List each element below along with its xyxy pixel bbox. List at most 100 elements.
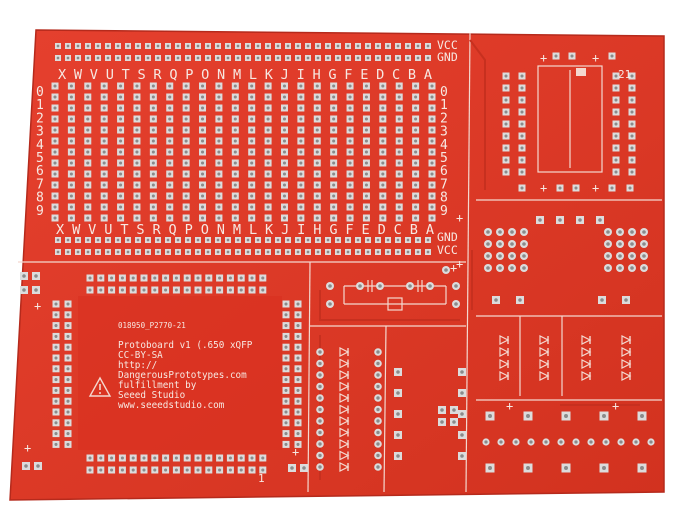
grid-pad [264,170,272,178]
grid-pad [412,192,420,200]
title-line-4: DangerousPrototypes.com [118,370,247,381]
rail-pad [215,55,221,61]
dip-pad [518,72,526,80]
diode-symbol [339,347,350,357]
grid-pad [51,192,59,200]
qfp-pad [259,454,267,462]
qfp-pad [129,286,137,294]
rail-pad [425,237,431,243]
grid-pad [297,115,305,123]
rail-pad [115,43,121,49]
rail-pad [55,237,61,243]
grid-pad [313,93,321,101]
qfp-pad [194,466,202,474]
grid-pad [248,214,256,222]
qfp-pad [294,332,302,340]
dip-pad [552,52,560,60]
grid-pad [280,126,288,134]
grid-pad [297,82,305,90]
qfp-pin-one-label: 1 [258,472,265,485]
qfp-pad [64,365,72,373]
grid-pad [133,170,141,178]
rail-pad [295,237,301,243]
rail-pad [375,237,381,243]
qfp-pad [294,440,302,448]
grid-pad [117,126,125,134]
rail-pad [325,55,331,61]
regulator-pad [496,264,504,272]
qfp-pad [282,365,290,373]
qfp-pad [52,386,60,394]
rail-pad [255,237,261,243]
jumper-pad [458,389,466,397]
grid-pad [215,192,223,200]
regulator-pad [604,240,612,248]
regulator-pad [628,252,636,260]
grid-pad [100,126,108,134]
grid-pad [231,181,239,189]
dip-pad [612,132,620,140]
grid-pad [412,126,420,134]
qfp-pad [226,454,234,462]
rail-pad [405,237,411,243]
grid-pad [248,93,256,101]
rail-pad [165,237,171,243]
qfp-pad [64,397,72,405]
row-digit: 9 [440,204,448,219]
qfp-pad [32,286,40,294]
grid-pad [264,115,272,123]
grid-pad [199,115,207,123]
regulator-pad [516,296,524,304]
regulator-pad [640,228,648,236]
grid-pad [362,82,370,90]
rail-pad [125,43,131,49]
grid-pad [264,82,272,90]
dip-pad [502,108,510,116]
diode-symbol [539,347,550,357]
qfp-pad [162,274,170,282]
grid-pad [297,104,305,112]
grid-pad [412,115,420,123]
switch-pad [602,438,610,446]
grid-pad [231,82,239,90]
qfp-pad [151,286,159,294]
rail-pad [55,249,61,255]
grid-pad [362,126,370,134]
diode-symbol [581,335,592,345]
grid-pad [280,93,288,101]
grid-pad [51,148,59,156]
grid-pad [412,82,420,90]
grid-pad [215,104,223,112]
grid-pad [67,170,75,178]
qfp-pad [64,354,72,362]
rail-pad [375,43,381,49]
crystal-pad [426,282,434,290]
dip-plus-top-right: + [592,51,599,65]
dip-pad [502,168,510,176]
rail-pad [185,249,191,255]
switch-pad [512,438,520,446]
grid-pad [117,192,125,200]
grid-pad [100,214,108,222]
grid-pad [117,82,125,90]
grid-pad [231,115,239,123]
row-digit: 6 [440,164,448,179]
grid-pad [133,214,141,222]
grid-pad [67,115,75,123]
grid-pad [280,148,288,156]
grid-pad [297,192,305,200]
dip-pad [628,144,636,152]
diode-symbol [499,371,510,381]
qfp-pad [282,386,290,394]
grid-pad [166,115,174,123]
grid-pad [117,148,125,156]
qfp-pad [205,454,213,462]
grid-pad [215,148,223,156]
dip-pad [518,168,526,176]
grid-pad [166,104,174,112]
diode-pad [374,359,382,368]
grid-pad [346,192,354,200]
grid-pad [280,82,288,90]
rail-pad [175,43,181,49]
